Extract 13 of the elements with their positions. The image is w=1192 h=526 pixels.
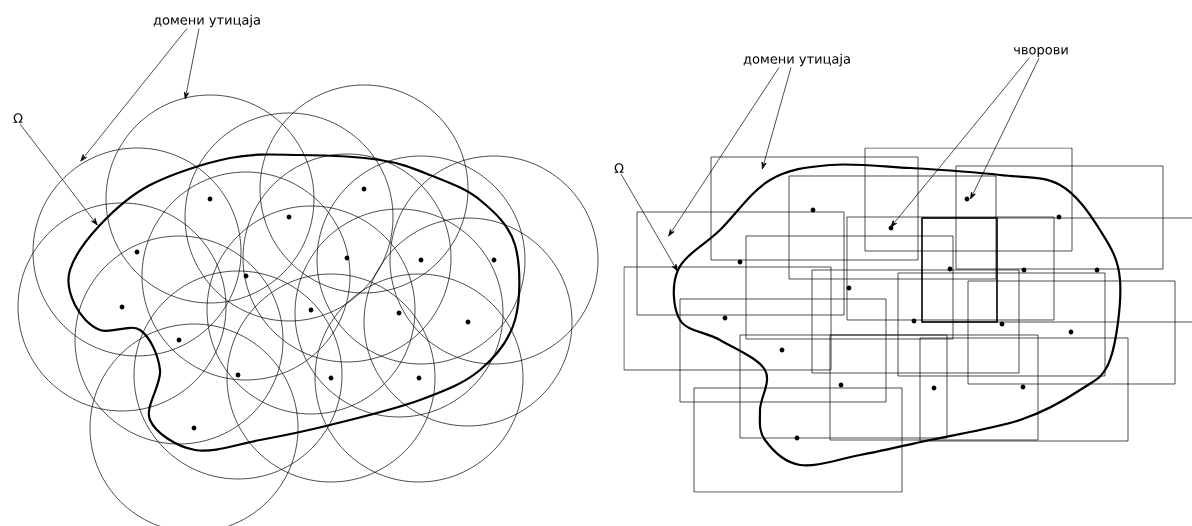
annotation-label: домени утицаја [153, 14, 260, 28]
leader-line [970, 57, 1040, 200]
leader-line [890, 57, 1030, 228]
leader-line [80, 28, 188, 162]
annotation-label: чворови [1014, 47, 1068, 57]
leader-line [620, 173, 678, 272]
annotation-label: Ω [13, 113, 23, 123]
leader-line [761, 67, 792, 170]
annotation-label: домени утицаја [743, 53, 850, 67]
leader-line [668, 67, 780, 237]
leader-line [183, 28, 200, 100]
annotation-label: Ω [614, 163, 624, 173]
leader-line [19, 123, 98, 226]
